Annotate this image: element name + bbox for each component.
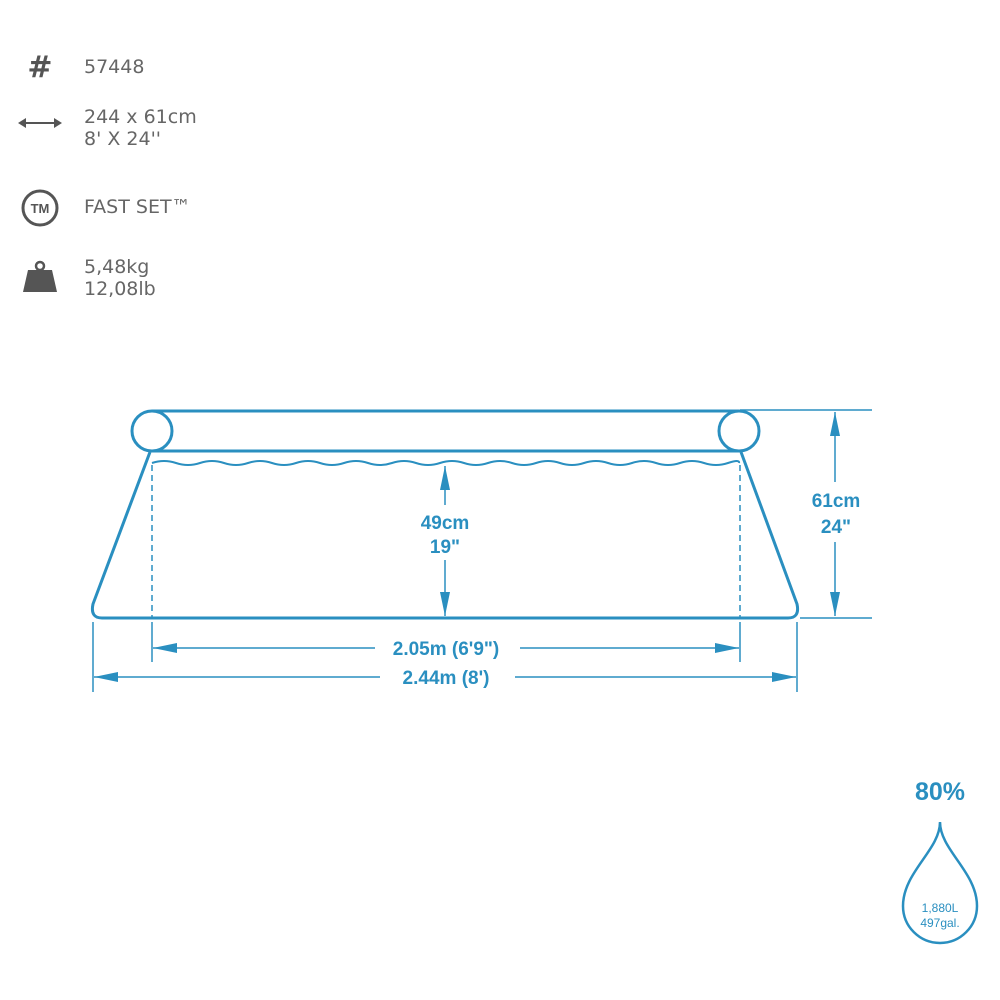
outer-width-label: 2.44m (8') bbox=[403, 668, 490, 689]
water-drop-icon bbox=[901, 821, 979, 945]
capacity-gallons: 497gal. bbox=[920, 916, 959, 930]
svg-text:TM: TM bbox=[31, 201, 50, 216]
weight-icon bbox=[18, 260, 62, 292]
capacity-liters: 1,880L bbox=[922, 901, 959, 915]
hash-icon: # bbox=[27, 50, 53, 85]
height-in: 24" bbox=[821, 517, 851, 538]
size-imperial: 8' X 24'' bbox=[84, 128, 162, 150]
water-line bbox=[151, 460, 741, 466]
water-depth-cm: 49cm bbox=[421, 513, 470, 534]
inner-width-label: 2.05m (6'9") bbox=[393, 639, 499, 660]
fill-percent: 80% bbox=[915, 778, 965, 806]
size-metric: 244 x 61cm bbox=[84, 106, 197, 128]
trademark-icon: TM bbox=[18, 188, 62, 228]
pool-top-ring bbox=[130, 409, 761, 453]
inner-extension-lines bbox=[151, 465, 741, 618]
model-number: 57448 bbox=[84, 56, 145, 78]
weight-kg: 5,48kg bbox=[84, 256, 150, 278]
extension-lines bbox=[92, 409, 872, 692]
weight-lb: 12,08lb bbox=[84, 278, 156, 300]
water-depth-in: 19" bbox=[430, 537, 460, 558]
pool-wall bbox=[90, 451, 800, 620]
double-arrow-icon bbox=[18, 116, 62, 130]
brand-name: FAST SET™ bbox=[84, 196, 191, 218]
height-cm: 61cm bbox=[812, 491, 861, 512]
